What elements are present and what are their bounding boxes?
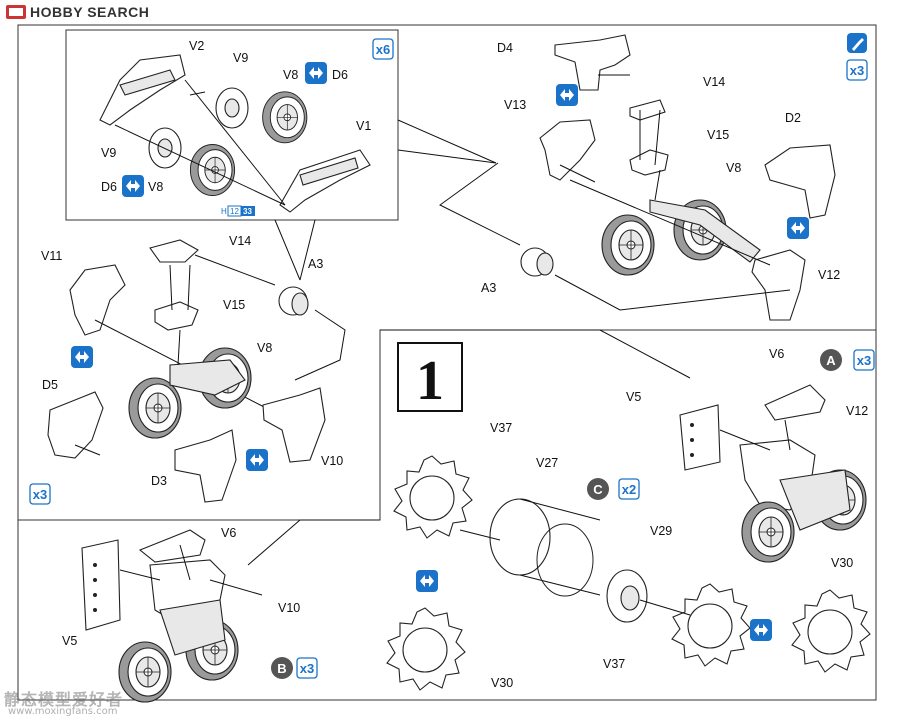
label-v27: V27	[536, 456, 558, 470]
cement-icon	[305, 62, 327, 84]
color-chip: H 12 33	[221, 205, 255, 217]
label-v5: V5	[62, 634, 77, 648]
detail-multiplier: x6	[376, 42, 390, 57]
label-v11: V11	[41, 249, 62, 263]
right-panel-parts	[439, 34, 836, 321]
label-d2: D2	[785, 111, 801, 125]
step-number-box	[397, 342, 463, 412]
multiplier-box	[372, 38, 394, 60]
label-d4: D4	[497, 41, 513, 55]
left-panel-parts	[47, 239, 346, 503]
svg-text:33: 33	[243, 207, 252, 216]
multiplier-box	[846, 59, 868, 81]
label-d6-top: D6	[332, 68, 348, 82]
cement-icon	[416, 570, 438, 592]
cement-icon	[556, 84, 578, 106]
label-v6: V6	[221, 526, 236, 540]
bottom-right-multiplier-a: x3	[857, 353, 871, 368]
label-a3: A3	[481, 281, 496, 295]
step-number: 1	[416, 350, 444, 412]
label-d6-left: D6	[101, 180, 117, 194]
cement-icon	[750, 619, 772, 641]
watermark-url: www.moxingfans.com	[8, 706, 118, 717]
detail-panel-frame	[65, 29, 399, 221]
label-v29: V29	[650, 524, 672, 538]
label-d3: D3	[151, 474, 167, 488]
bottom-right-multiplier-c: x2	[622, 482, 636, 497]
label-v12: V12	[818, 268, 840, 282]
bottom-right-parts	[386, 384, 871, 691]
label-v2: V2	[189, 39, 204, 53]
label-v9-left: V9	[101, 146, 116, 160]
svg-text:A: A	[826, 353, 836, 368]
badge-c	[587, 478, 609, 500]
right-multiplier: x3	[850, 63, 864, 78]
label-v14: V14	[229, 234, 251, 248]
label-v5: V5	[626, 390, 641, 404]
paint-brush-icon	[847, 33, 867, 53]
multiplier-box	[29, 483, 51, 505]
label-v12: V12	[846, 404, 868, 418]
svg-text:12: 12	[230, 207, 239, 216]
detail-panel-parts	[99, 54, 371, 213]
label-v6: V6	[769, 347, 784, 361]
label-v10: V10	[278, 601, 300, 615]
label-v15: V15	[707, 128, 729, 142]
svg-text:C: C	[593, 482, 603, 497]
label-v14: V14	[703, 75, 725, 89]
badge-b	[271, 657, 293, 679]
cement-icon	[122, 175, 144, 197]
label-v37-top: V37	[490, 421, 512, 435]
site-name: HOBBY SEARCH	[30, 4, 150, 20]
label-v13: V13	[504, 98, 526, 112]
label-v8: V8	[257, 341, 272, 355]
label-v37-bottom: V37	[603, 657, 625, 671]
hobby-search-logo-icon	[6, 5, 26, 19]
svg-text:B: B	[277, 661, 286, 676]
callout-leader	[247, 519, 380, 566]
label-a3: A3	[308, 257, 323, 271]
label-v1: V1	[356, 119, 371, 133]
multiplier-box	[618, 478, 640, 500]
cement-icon	[71, 346, 93, 368]
label-v15: V15	[223, 298, 245, 312]
bottom-left-multiplier: x3	[300, 661, 314, 676]
label-v30-bottom: V30	[491, 676, 513, 690]
cement-icon	[246, 449, 268, 471]
label-v10: V10	[321, 454, 343, 468]
label-d5: D5	[42, 378, 58, 392]
bottom-left-parts	[81, 529, 263, 703]
label-v30-top: V30	[831, 556, 853, 570]
svg-text:H: H	[221, 207, 227, 216]
badge-a	[820, 349, 842, 371]
multiplier-box	[296, 657, 318, 679]
watermark-text: 静态模型爱好者	[4, 690, 124, 709]
multiplier-box	[853, 349, 875, 371]
left-multiplier: x3	[33, 487, 47, 502]
label-v8-top: V8	[283, 68, 298, 82]
label-v8: V8	[726, 161, 741, 175]
cement-icon	[787, 217, 809, 239]
label-v8-left: V8	[148, 180, 163, 194]
callout-leader	[380, 329, 691, 379]
label-v9-top: V9	[233, 51, 248, 65]
